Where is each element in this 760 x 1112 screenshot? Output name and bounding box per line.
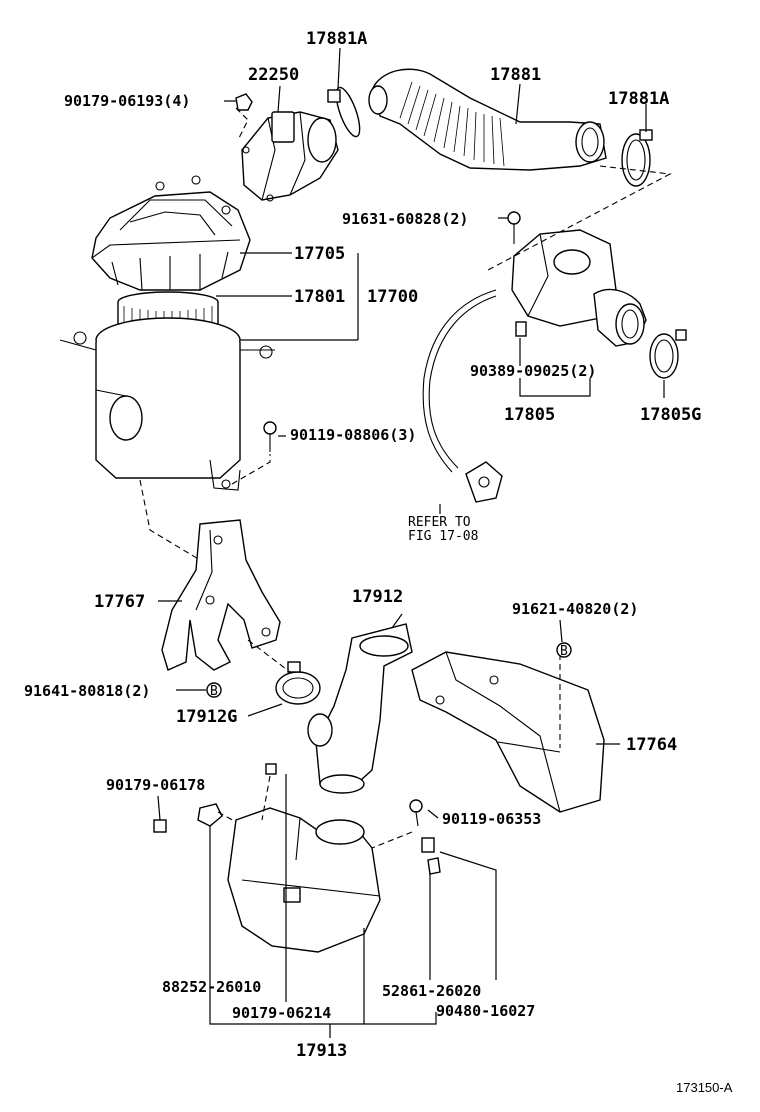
label-90389-09025: 90389-09025(2) bbox=[470, 362, 596, 380]
figure-id: 173150-A bbox=[676, 1080, 733, 1095]
inlet-duct-17912 bbox=[307, 623, 413, 794]
bolt-90179-06178 bbox=[153, 819, 167, 833]
bolt-91631-60828 bbox=[507, 211, 521, 244]
bolt-90119-06353 bbox=[409, 799, 423, 827]
label-17805G: 17805G bbox=[640, 405, 701, 425]
label-17767: 17767 bbox=[94, 592, 145, 612]
clamp-17881A-top bbox=[327, 86, 361, 138]
label-17912G: 17912G bbox=[176, 707, 237, 727]
clamp-17881A-right bbox=[621, 129, 653, 187]
hose-17881 bbox=[368, 68, 607, 171]
clamp-17805G bbox=[649, 329, 687, 379]
label-17801: 17801 bbox=[294, 287, 345, 307]
label-17705: 17705 bbox=[294, 244, 345, 264]
label-90119-06353: 90119-06353 bbox=[442, 810, 541, 828]
resonator-duct-17764 bbox=[411, 651, 605, 813]
label-91621-40820: 91621-40820(2) bbox=[512, 600, 638, 618]
grommet-88252-26010 bbox=[197, 803, 223, 827]
label-90480-16027: 90480-16027 bbox=[436, 1002, 535, 1020]
label-17700: 17700 bbox=[367, 287, 418, 307]
air-cleaner-case-17700 bbox=[59, 317, 275, 491]
badge-b-left: B bbox=[206, 682, 222, 699]
clip-90480-16027 bbox=[427, 857, 441, 875]
bolt-90179-06193 bbox=[235, 93, 253, 111]
label-17913: 17913 bbox=[296, 1041, 347, 1061]
dashed-relation-lines bbox=[139, 107, 672, 849]
label-refer-line2: FIG 17-08 bbox=[408, 529, 478, 544]
badge-b-left-text: B bbox=[210, 684, 218, 699]
vacuum-valve bbox=[465, 461, 503, 503]
air-flow-meter-17805 bbox=[511, 229, 647, 347]
resonator-17913 bbox=[227, 807, 381, 953]
bolt-90119-08806 bbox=[263, 421, 277, 452]
nut-90179-06214 bbox=[265, 763, 277, 775]
badge-b-right: B bbox=[556, 642, 572, 659]
clip-52861-26020 bbox=[421, 837, 435, 853]
bracket-17767 bbox=[161, 519, 281, 671]
air-cleaner-cap-17705 bbox=[91, 175, 251, 291]
clamp-17912G bbox=[275, 661, 321, 705]
part-22250-adapter bbox=[241, 111, 339, 202]
label-52861-26020: 52861-26020 bbox=[382, 982, 481, 1000]
label-17764: 17764 bbox=[626, 735, 677, 755]
label-17912: 17912 bbox=[352, 587, 403, 607]
label-17881: 17881 bbox=[490, 65, 541, 85]
label-22250: 22250 bbox=[248, 65, 299, 85]
label-88252-26010: 88252-26010 bbox=[162, 978, 261, 996]
badge-b-right-text: B bbox=[560, 644, 568, 659]
label-17881A-right: 17881A bbox=[608, 89, 669, 109]
leader-lines bbox=[157, 47, 665, 1038]
vacuum-hose bbox=[422, 289, 497, 473]
label-91641-80818: 91641-80818(2) bbox=[24, 682, 150, 700]
label-90179-06193: 90179-06193(4) bbox=[64, 92, 190, 110]
label-17805: 17805 bbox=[504, 405, 555, 425]
label-90179-06214: 90179-06214 bbox=[232, 1004, 331, 1022]
label-90119-08806: 90119-08806(3) bbox=[290, 426, 416, 444]
label-91631-60828: 91631-60828(2) bbox=[342, 210, 468, 228]
label-90179-06178: 90179-06178 bbox=[106, 776, 205, 794]
label-17881A-top: 17881A bbox=[306, 29, 367, 49]
label-refer-line1: REFER TO bbox=[408, 515, 471, 530]
